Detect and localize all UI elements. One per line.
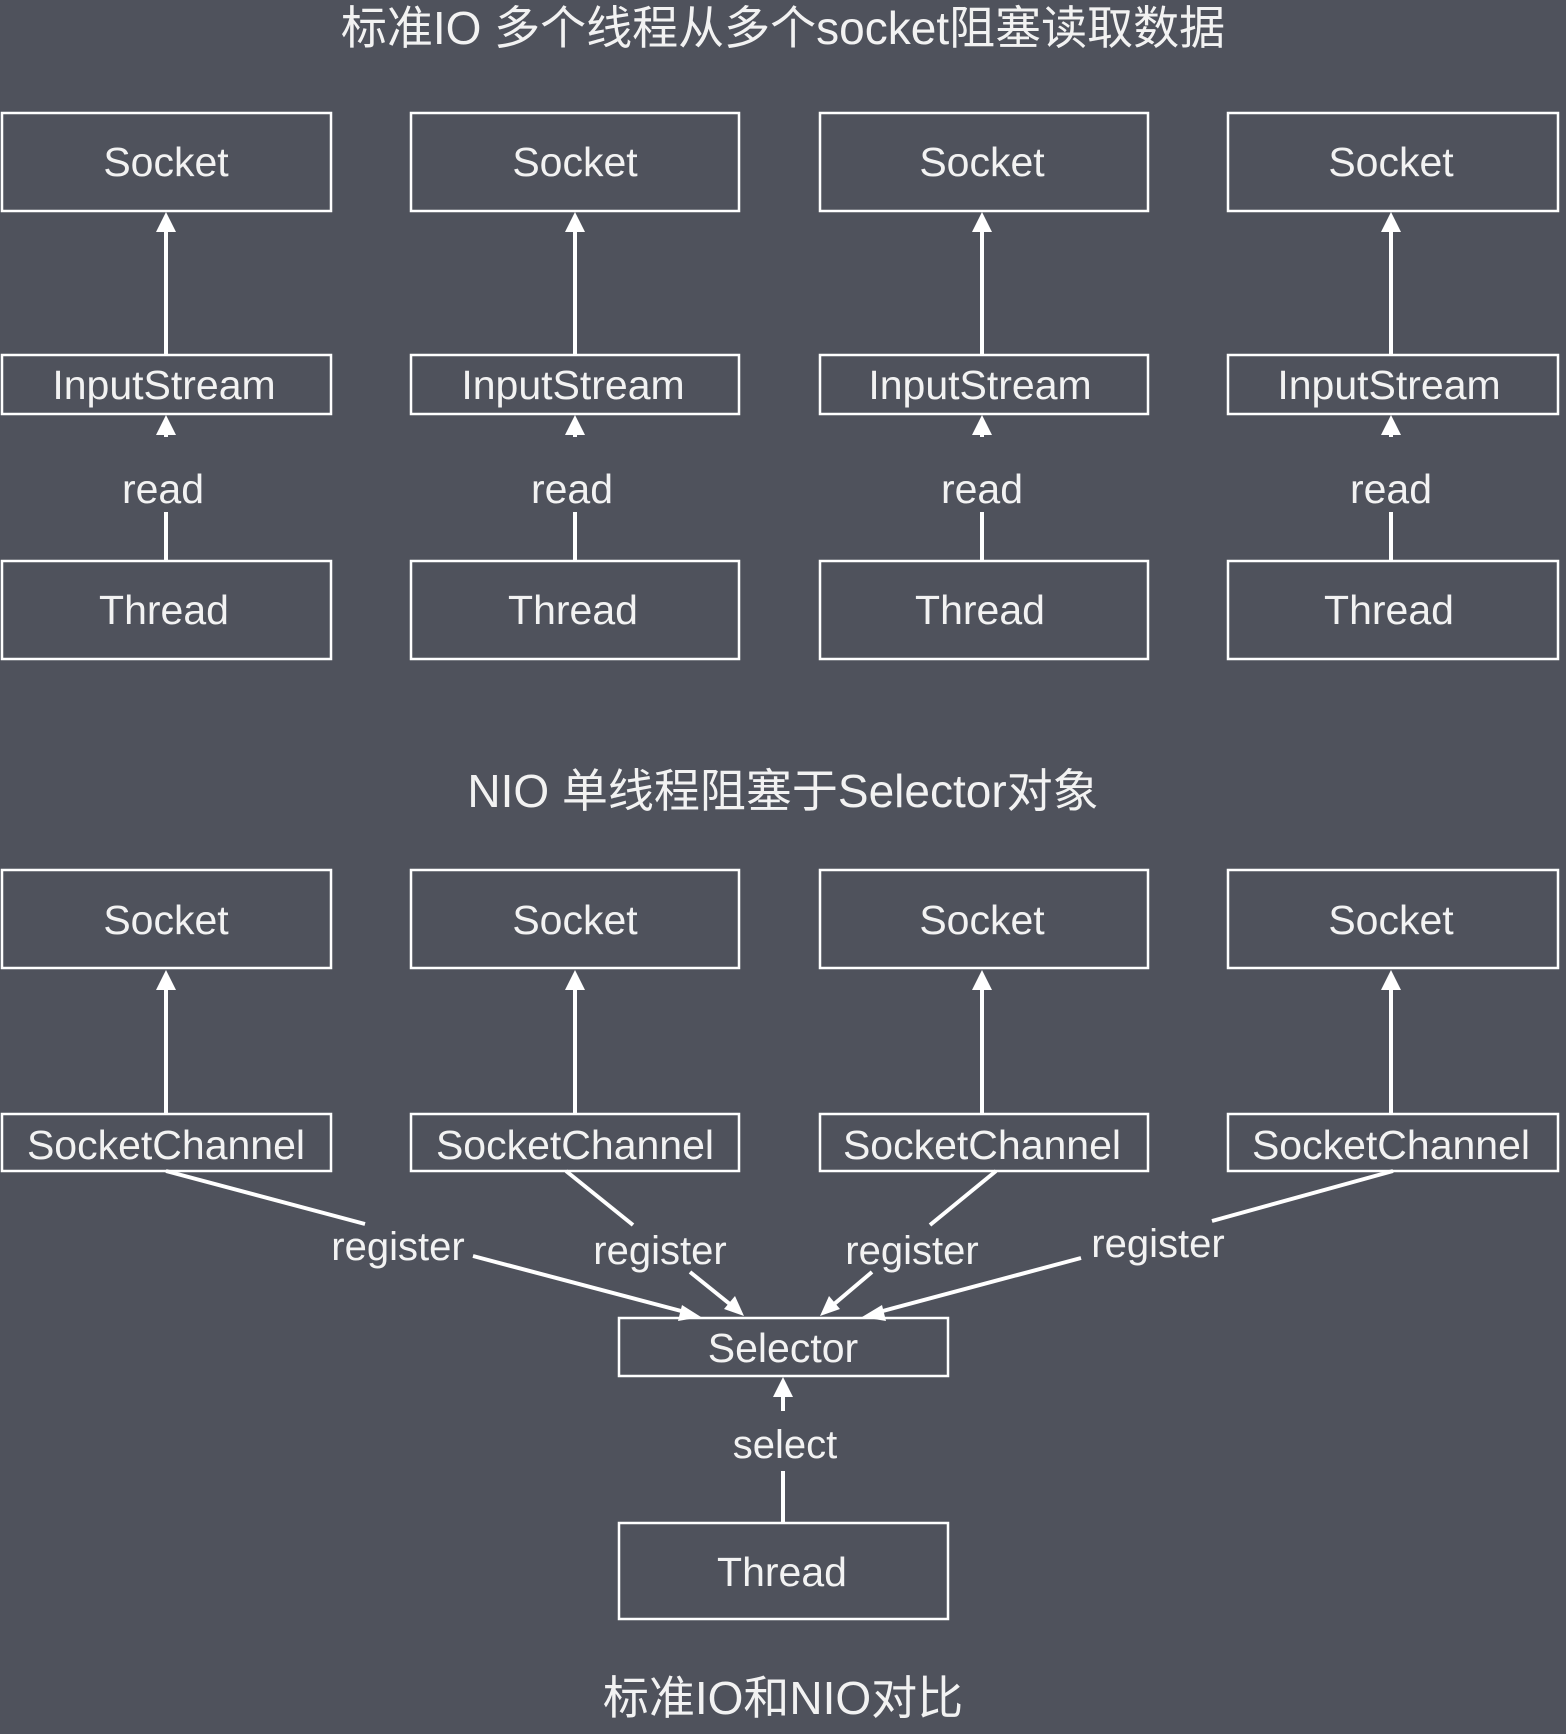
arrow-head-up-icon bbox=[565, 415, 585, 435]
socket-channel-box bbox=[409, 1112, 741, 1173]
socket-box bbox=[409, 868, 741, 970]
socket-channel-label: SocketChannel bbox=[843, 1122, 1121, 1168]
input-stream-label: InputStream bbox=[52, 362, 275, 408]
input-stream-label: InputStream bbox=[1277, 362, 1500, 408]
socket-label: Socket bbox=[1328, 897, 1454, 943]
register-label: register bbox=[331, 1225, 464, 1269]
arrow-head-up-icon bbox=[1381, 970, 1401, 990]
arrow-head-up-icon bbox=[156, 212, 176, 232]
thread-label: Thread bbox=[508, 587, 638, 633]
nio-column-4: Socket SocketChannel bbox=[1226, 868, 1560, 1173]
arrow-head-up-icon bbox=[565, 970, 585, 990]
socket-label: Socket bbox=[919, 139, 1045, 185]
socket-channel-label: SocketChannel bbox=[1252, 1122, 1530, 1168]
register-connector bbox=[472, 1254, 686, 1314]
socket-box bbox=[0, 868, 333, 970]
register-label: register bbox=[1091, 1222, 1224, 1266]
selector-label: Selector bbox=[708, 1325, 858, 1371]
arrow-head-up-icon bbox=[1381, 212, 1401, 232]
socket-box bbox=[409, 111, 741, 213]
socket-box bbox=[1226, 868, 1560, 970]
nio-column-1: Socket SocketChannel bbox=[0, 868, 333, 1173]
register-connector bbox=[1211, 1169, 1394, 1223]
socket-label: Socket bbox=[103, 139, 229, 185]
socket-box bbox=[818, 868, 1150, 970]
arrow-head-up-icon bbox=[972, 970, 992, 990]
arrow-head-up-icon bbox=[773, 1377, 793, 1397]
arrow-head-up-icon bbox=[972, 212, 992, 232]
selector-box bbox=[617, 1316, 950, 1378]
nio-column-3: Socket SocketChannel bbox=[818, 868, 1150, 1173]
thread-label: Thread bbox=[99, 587, 229, 633]
thread-box bbox=[409, 559, 741, 661]
standard-io-column-2: Socket InputStream read Thread bbox=[409, 111, 741, 661]
standard-io-column-3: Socket InputStream read Thread bbox=[818, 111, 1150, 661]
socket-label: Socket bbox=[512, 139, 638, 185]
register-connector bbox=[878, 1256, 1082, 1314]
arrow-head-up-icon bbox=[1381, 415, 1401, 435]
register-edge-2: register bbox=[564, 1169, 744, 1316]
register-connector bbox=[688, 1270, 733, 1307]
thread-label: Thread bbox=[1324, 587, 1454, 633]
register-label: register bbox=[845, 1229, 978, 1273]
nio-thread-box bbox=[617, 1521, 950, 1621]
title-comparison: 标准IO和NIO对比 bbox=[603, 1672, 963, 1724]
socket-channel-label: SocketChannel bbox=[436, 1122, 714, 1168]
read-label: read bbox=[531, 466, 613, 512]
socket-label: Socket bbox=[512, 897, 638, 943]
select-label: select bbox=[733, 1423, 838, 1467]
read-label: read bbox=[941, 466, 1023, 512]
input-stream-label: InputStream bbox=[461, 362, 684, 408]
register-connector bbox=[165, 1169, 366, 1226]
standard-io-column-1: Socket InputStream read Thread bbox=[0, 111, 333, 661]
nio-thread-label: Thread bbox=[717, 1549, 847, 1595]
thread-box bbox=[1226, 559, 1560, 661]
socket-box bbox=[818, 111, 1150, 213]
socket-label: Socket bbox=[103, 897, 229, 943]
nio-column-2: Socket SocketChannel bbox=[409, 868, 741, 1173]
register-label: register bbox=[593, 1229, 726, 1273]
thread-box bbox=[818, 559, 1150, 661]
socket-box bbox=[0, 111, 333, 213]
title-nio: NIO 单线程阻塞于Selector对象 bbox=[467, 765, 1098, 817]
input-stream-box bbox=[409, 353, 741, 416]
socket-label: Socket bbox=[1328, 139, 1454, 185]
input-stream-label: InputStream bbox=[868, 362, 1091, 408]
socket-label: Socket bbox=[919, 897, 1045, 943]
arrow-head-up-icon bbox=[565, 212, 585, 232]
arrow-head-icon bbox=[724, 1296, 744, 1316]
input-stream-box bbox=[0, 353, 333, 416]
register-edge-3: register bbox=[820, 1169, 998, 1316]
arrow-head-icon bbox=[820, 1296, 840, 1316]
title-standard-io: 标准IO 多个线程从多个socket阻塞读取数据 bbox=[341, 2, 1225, 54]
register-edge-1: register bbox=[165, 1169, 701, 1321]
register-connector bbox=[928, 1169, 998, 1227]
arrow-head-up-icon bbox=[156, 415, 176, 435]
read-label: read bbox=[122, 466, 204, 512]
input-stream-box bbox=[818, 353, 1150, 416]
read-label: read bbox=[1350, 466, 1432, 512]
arrow-head-up-icon bbox=[156, 970, 176, 990]
standard-io-column-4: Socket InputStream read Thread bbox=[1226, 111, 1560, 661]
arrow-head-up-icon bbox=[972, 415, 992, 435]
socket-channel-label: SocketChannel bbox=[27, 1122, 305, 1168]
socket-channel-box bbox=[818, 1112, 1150, 1173]
input-stream-box bbox=[1226, 353, 1560, 416]
register-connector bbox=[564, 1169, 635, 1227]
socket-box bbox=[1226, 111, 1560, 213]
thread-label: Thread bbox=[915, 587, 1045, 633]
register-connector bbox=[831, 1270, 874, 1307]
thread-box bbox=[0, 559, 333, 661]
register-edge-4: register bbox=[862, 1169, 1394, 1321]
